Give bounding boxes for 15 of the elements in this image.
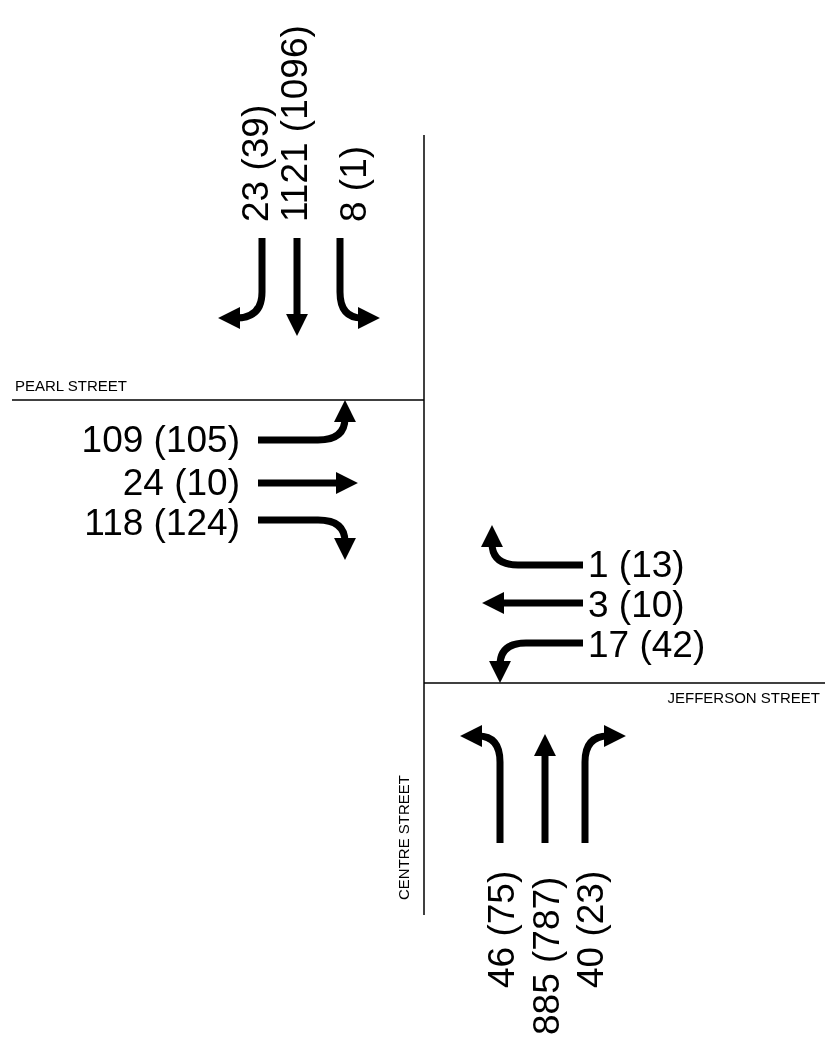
traffic-volume: 885 (787) bbox=[528, 876, 565, 1035]
traffic-volume: 118 (124) bbox=[84, 504, 240, 541]
traffic-volume: 8 (1) bbox=[335, 145, 372, 222]
traffic-volume: 24 (10) bbox=[122, 464, 240, 501]
traffic-volume: 109 (105) bbox=[81, 421, 240, 458]
traffic-volume: 23 (39) bbox=[237, 104, 274, 222]
traffic-volume: 17 (42) bbox=[588, 626, 706, 663]
street-name: PEARL STREET bbox=[15, 378, 127, 393]
traffic-volume: 46 (75) bbox=[483, 870, 520, 988]
traffic-volume: 1121 (1096) bbox=[276, 25, 313, 222]
traffic-volume: 1 (13) bbox=[588, 546, 685, 583]
street-name: JEFFERSON STREET bbox=[667, 690, 820, 705]
street-name: CENTRE STREET bbox=[396, 775, 411, 900]
traffic-volume: 3 (10) bbox=[588, 586, 685, 623]
traffic-volume: 40 (23) bbox=[572, 870, 609, 988]
